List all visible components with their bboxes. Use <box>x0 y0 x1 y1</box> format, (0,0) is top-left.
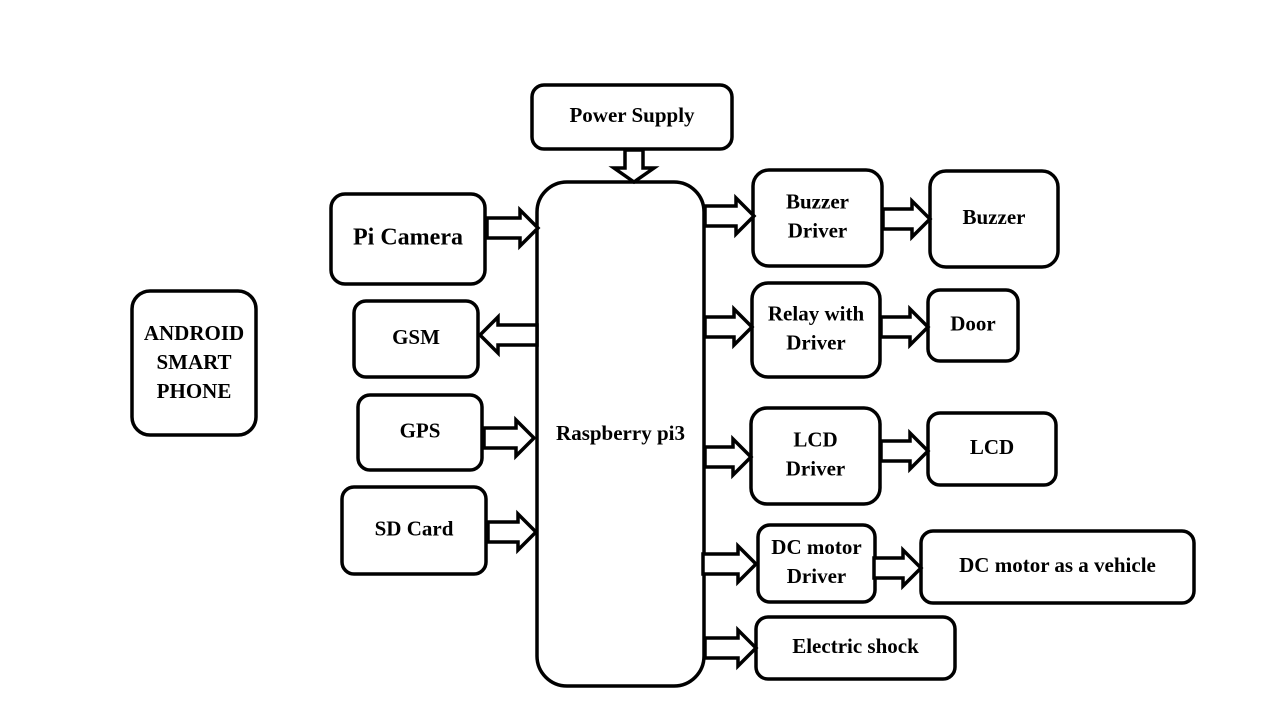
sd-card-box <box>340 485 488 576</box>
dc-motor-vehicle-block: DC motor as a vehicle <box>919 529 1196 605</box>
arrow-gps-to-raspberry <box>482 415 537 461</box>
buzzer-block: Buzzer <box>928 169 1060 269</box>
android-smart-phone-box <box>130 289 258 437</box>
arrow-raspberry-to-electric-shock <box>703 625 759 671</box>
arrow-raspberry-to-relay-driver <box>703 304 755 350</box>
raspberry-pi3-block: Raspberry pi3 <box>535 180 706 688</box>
arrow-sdcard-to-raspberry <box>486 509 539 555</box>
arrow-power-to-raspberry <box>608 148 660 185</box>
pi-camera-box <box>329 192 487 286</box>
sd-card-label: SD Card <box>375 516 454 540</box>
dc-motor-vehicle-label: DC motor as a vehicle <box>959 553 1156 577</box>
buzzer-driver-label: Driver <box>788 218 847 242</box>
arrow-raspberry-to-dc-motor-driver <box>701 541 759 587</box>
raspberry-pi3-label: Raspberry pi3 <box>556 421 685 445</box>
arrow-buzzer-driver-to-buzzer <box>881 196 933 242</box>
dc-motor-driver-label: Driver <box>787 564 846 588</box>
dc-motor-driver-label: DC motor <box>771 535 861 559</box>
arrow-raspberry-to-lcd-driver <box>703 434 754 480</box>
raspberry-pi3-box <box>535 180 706 688</box>
gsm-label: GSM <box>392 325 440 349</box>
power-supply-block: Power Supply <box>530 83 734 151</box>
android-smart-phone-label: SMART <box>156 350 231 374</box>
relay-driver-label: Driver <box>786 330 845 354</box>
gps-label: GPS <box>400 418 441 442</box>
lcd-block: LCD <box>926 411 1058 487</box>
electric-shock-label: Electric shock <box>792 634 919 658</box>
arrow-relay-driver-to-door <box>879 304 931 350</box>
pi-camera-label: Pi Camera <box>353 225 463 251</box>
arrow-raspberry-to-gsm <box>477 312 539 358</box>
door-label: Door <box>950 311 996 335</box>
lcd-driver-block: LCD Driver <box>749 406 882 506</box>
arrow-lcd-driver-to-lcd <box>879 428 931 474</box>
gsm-box <box>352 299 480 379</box>
sd-card-block: SD Card <box>340 485 488 576</box>
arrow-camera-to-raspberry <box>485 205 541 251</box>
buzzer-driver-label: Buzzer <box>786 189 849 213</box>
android-smart-phone-label: PHONE <box>157 379 232 403</box>
lcd-driver-label: Driver <box>786 456 845 480</box>
power-supply-label: Power Supply <box>569 103 695 127</box>
gsm-block: GSM <box>352 299 480 379</box>
android-smart-phone-block: ANDROID SMART PHONE <box>130 289 258 437</box>
door-block: Door <box>926 288 1020 363</box>
pi-camera-block: Pi Camera <box>329 192 487 286</box>
relay-driver-label: Relay with <box>768 301 865 325</box>
gps-box <box>356 393 484 472</box>
arrow-dc-motor-driver-to-dc-motor <box>872 545 924 591</box>
lcd-label: LCD <box>970 435 1014 459</box>
android-smart-phone-label: ANDROID <box>144 321 244 345</box>
electric-shock-block: Electric shock <box>754 615 957 681</box>
gps-block: GPS <box>356 393 484 472</box>
arrow-raspberry-to-buzzer-driver <box>703 193 757 239</box>
buzzer-label: Buzzer <box>963 205 1026 229</box>
lcd-driver-label: LCD <box>793 427 837 451</box>
